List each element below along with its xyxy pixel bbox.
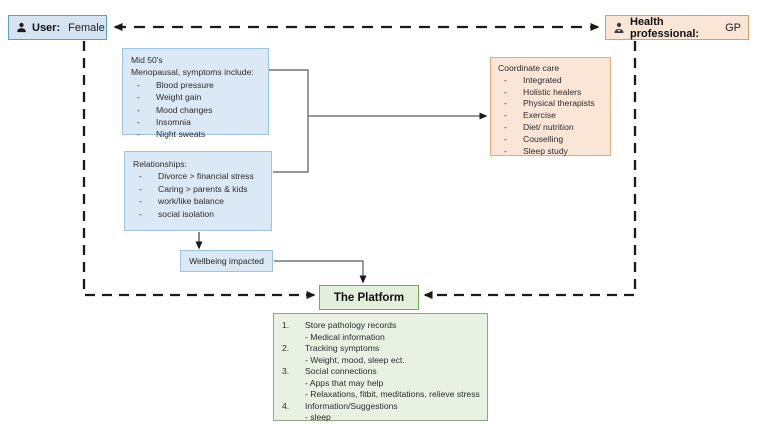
feature-title: Social connections bbox=[305, 366, 377, 376]
platform-box: The Platform bbox=[319, 285, 419, 310]
list-item: -Weight gain bbox=[137, 92, 202, 103]
symptoms-line2: Menopausal, symptoms include: bbox=[131, 67, 254, 78]
symptoms-box: Mid 50's Menopausal, symptoms include: -… bbox=[122, 48, 269, 139]
list-item: -Physical therapists bbox=[504, 98, 595, 109]
list-item: -Holistic healers bbox=[504, 86, 582, 97]
platform-label: The Platform bbox=[333, 291, 405, 304]
relationships-title: Relationships: bbox=[133, 159, 187, 169]
list-item: -Night sweats bbox=[137, 129, 206, 140]
list-item: -Caring > parents & kids bbox=[139, 183, 248, 194]
care-title: Coordinate care bbox=[498, 63, 560, 73]
user-icon bbox=[16, 22, 27, 33]
feature-sub: - Apps that may help bbox=[305, 377, 384, 388]
feature-item: 4. Information/Suggestions - sleep bbox=[278, 401, 481, 424]
list-item: -Sleep study bbox=[504, 145, 568, 156]
list-item: -Diet/ nutrition bbox=[504, 121, 574, 132]
list-item: -Mood changes bbox=[137, 104, 213, 115]
feature-sub: - sleep bbox=[305, 412, 331, 422]
bracket-connector bbox=[269, 69, 309, 173]
list-item: -Exercise bbox=[504, 110, 556, 121]
list-item: -social isolation bbox=[139, 208, 214, 219]
doctor-icon bbox=[613, 22, 625, 34]
symptoms-line1: Mid 50's bbox=[131, 55, 163, 65]
feature-item: 1. Store pathology records - Medical inf… bbox=[278, 320, 481, 343]
feature-sub: - Weight, mood, sleep ect. bbox=[305, 354, 405, 365]
list-item: -Insomnia bbox=[137, 117, 191, 128]
feature-title: Information/Suggestions bbox=[305, 400, 398, 411]
list-item: -Divorce > financial stress bbox=[139, 171, 254, 182]
feature-sub: - Relaxations, fitbit, meditations, reli… bbox=[305, 389, 480, 399]
user-value: Female bbox=[68, 21, 105, 34]
hp-label: Health professional: bbox=[630, 15, 700, 40]
feature-sub: - Medical information bbox=[305, 331, 385, 342]
user-box: User: Female bbox=[8, 15, 107, 40]
hp-value: GP bbox=[725, 21, 741, 34]
wellbeing-box: Wellbeing impacted bbox=[180, 250, 273, 272]
platform-elbow-arrow bbox=[274, 260, 367, 284]
list-item: -Integrated bbox=[504, 74, 562, 85]
relationships-box: Relationships: -Divorce > financial stre… bbox=[124, 151, 272, 231]
health-professional-box: Health professional: GP bbox=[605, 15, 749, 40]
feature-item: 2. Tracking symptoms - Weight, mood, sle… bbox=[278, 343, 481, 366]
list-item: -Couselling bbox=[504, 133, 564, 144]
wellbeing-label: Wellbeing impacted bbox=[189, 256, 264, 266]
feature-title: Store pathology records bbox=[305, 320, 397, 330]
user-label: User: bbox=[32, 21, 61, 34]
list-item: -work/like balance bbox=[139, 196, 224, 207]
list-item: -Blood pressure bbox=[137, 79, 214, 90]
coordinate-care-box: Coordinate care -Integrated -Holistic he… bbox=[490, 57, 611, 156]
platform-features-box: 1. Store pathology records - Medical inf… bbox=[273, 313, 488, 424]
feature-title: Tracking symptoms bbox=[305, 343, 380, 353]
feature-item: 3. Social connections - Apps that may he… bbox=[282, 366, 480, 399]
